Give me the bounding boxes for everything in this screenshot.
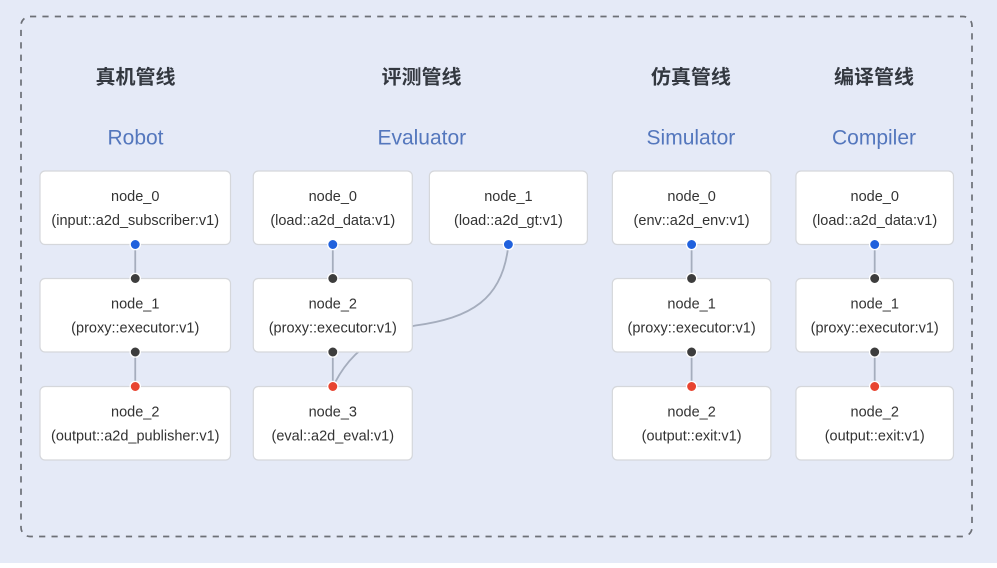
svg-text:Compiler: Compiler	[832, 126, 916, 149]
svg-text:node_2: node_2	[309, 296, 357, 312]
svg-text:(output::exit:v1): (output::exit:v1)	[642, 428, 742, 444]
svg-text:(proxy::executor:v1): (proxy::executor:v1)	[71, 320, 199, 336]
svg-text:node_1: node_1	[667, 296, 715, 312]
svg-text:node_3: node_3	[309, 404, 357, 420]
svg-text:(env::a2d_env:v1): (env::a2d_env:v1)	[634, 213, 750, 229]
svg-text:Robot: Robot	[107, 126, 163, 149]
svg-text:node_1: node_1	[111, 296, 159, 312]
svg-text:(proxy::executor:v1): (proxy::executor:v1)	[269, 320, 397, 336]
svg-text:node_0: node_0	[851, 189, 899, 205]
svg-text:node_0: node_0	[667, 189, 715, 205]
svg-text:node_2: node_2	[667, 404, 715, 420]
svg-text:(load::a2d_gt:v1): (load::a2d_gt:v1)	[454, 213, 563, 229]
svg-text:(input::a2d_subscriber:v1): (input::a2d_subscriber:v1)	[51, 213, 219, 229]
svg-text:Evaluator: Evaluator	[377, 126, 466, 149]
svg-text:(eval::a2d_eval:v1): (eval::a2d_eval:v1)	[272, 428, 395, 444]
svg-text:node_2: node_2	[111, 404, 159, 420]
svg-text:(proxy::executor:v1): (proxy::executor:v1)	[628, 320, 756, 336]
svg-text:Simulator: Simulator	[647, 126, 736, 149]
svg-text:node_0: node_0	[309, 189, 357, 205]
svg-text:node_0: node_0	[111, 189, 159, 205]
svg-text:node_1: node_1	[851, 296, 899, 312]
svg-text:node_1: node_1	[484, 189, 532, 205]
svg-text:(output::a2d_publisher:v1): (output::a2d_publisher:v1)	[51, 428, 219, 444]
svg-text:node_2: node_2	[851, 404, 899, 420]
svg-text:(load::a2d_data:v1): (load::a2d_data:v1)	[812, 213, 937, 229]
svg-text:(proxy::executor:v1): (proxy::executor:v1)	[811, 320, 939, 336]
svg-text:(load::a2d_data:v1): (load::a2d_data:v1)	[270, 213, 395, 229]
svg-text:(output::exit:v1): (output::exit:v1)	[825, 428, 925, 444]
